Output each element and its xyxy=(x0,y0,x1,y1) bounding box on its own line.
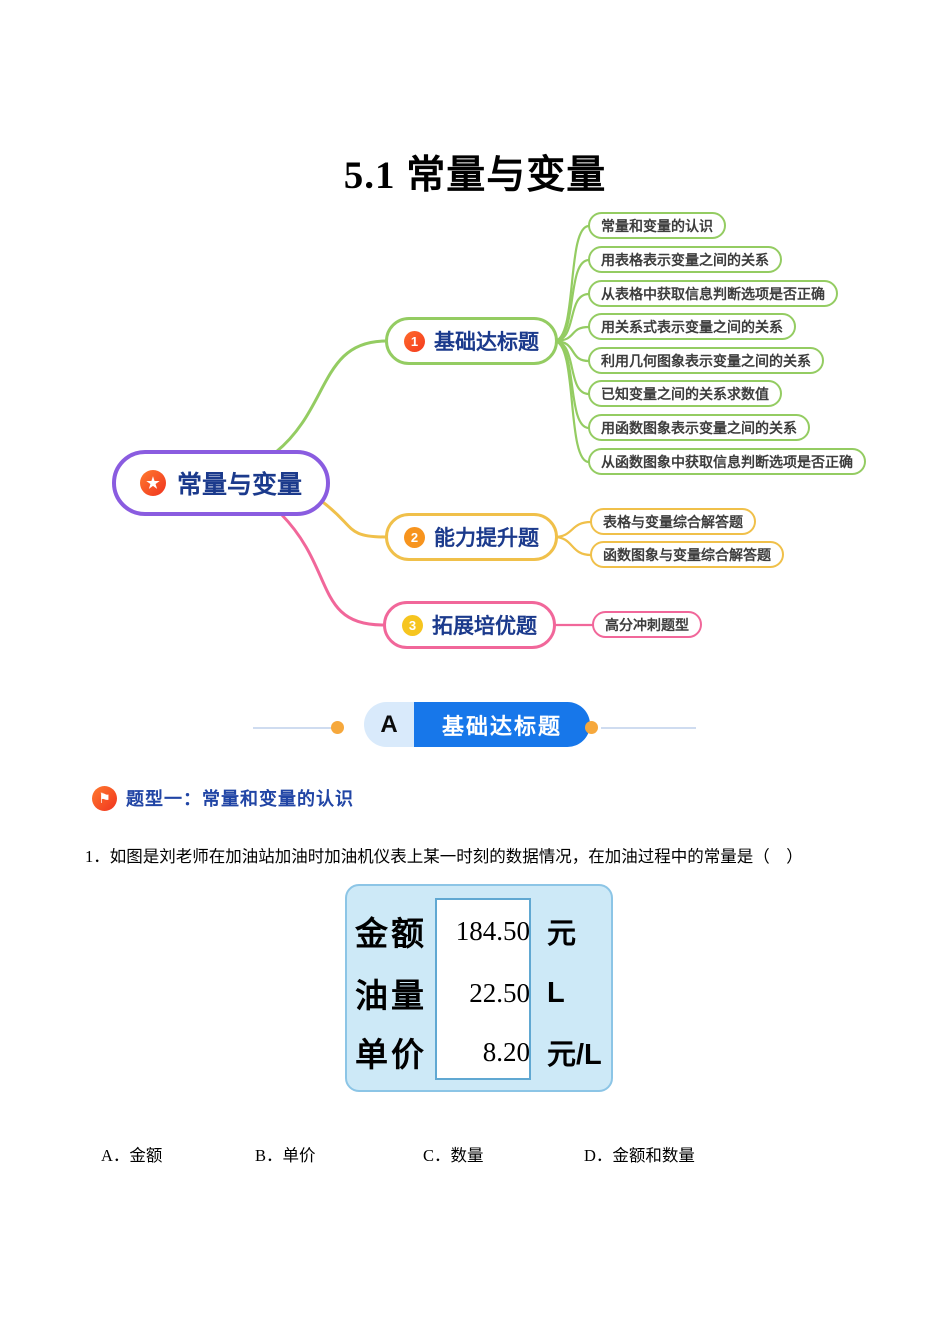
mindmap-leaf: 函数图象与变量综合解答题 xyxy=(590,541,784,568)
number-2-icon: 2 xyxy=(404,526,425,548)
pump-label: 单价 xyxy=(355,1036,427,1073)
connector-branch1-leaf7 xyxy=(552,339,591,430)
connector-branch1-leaf2 xyxy=(552,258,591,343)
connector-branch1-leaf4 xyxy=(552,325,591,343)
section-letter: A xyxy=(364,702,414,747)
mindmap-leaf: 用关系式表示变量之间的关系 xyxy=(588,313,796,340)
question-text: 1．如图是刘老师在加油站加油时加油机仪表上某一时刻的数据情况，在加油过程中的常量… xyxy=(85,847,803,866)
mindmap-leaf: 常量和变量的认识 xyxy=(588,212,726,239)
pump-value: 22.50 xyxy=(469,977,530,1008)
pump-unit: L xyxy=(547,976,565,1009)
connector-branch2-leaf1 xyxy=(552,520,593,539)
mindmap-leaf: 用函数图象表示变量之间的关系 xyxy=(588,414,810,441)
mindmap-leaf: 已知变量之间的关系求数值 xyxy=(588,380,782,407)
pump-value: 8.20 xyxy=(482,1036,530,1067)
option-c: C．数量 xyxy=(423,1146,484,1165)
topic-header-label: 题型一：常量和变量的认识 xyxy=(126,789,354,809)
branch-label: 基础达标题 xyxy=(434,331,539,354)
mindmap-leaf: 从表格中获取信息判断选项是否正确 xyxy=(588,280,838,307)
connector-branch1-leaf3 xyxy=(552,292,591,343)
mindmap-branch-improve: 2 能力提升题 xyxy=(385,513,558,561)
branch-label: 能力提升题 xyxy=(434,527,539,550)
banner-right-dot-icon xyxy=(585,721,598,734)
pump-row-amount: 金额 184.50 元 xyxy=(347,902,611,960)
option-d: D．金额和数量 xyxy=(584,1146,695,1165)
pump-unit: 元/L xyxy=(547,1039,602,1071)
mindmap-leaf: 利用几何图象表示变量之间的关系 xyxy=(588,347,824,374)
connector-root-branch1 xyxy=(274,339,388,454)
page-title: 5.1 常量与变量 xyxy=(343,154,607,198)
pump-row-price: 单价 8.20 元/L xyxy=(347,1026,611,1078)
pump-value: 184.50 xyxy=(455,915,530,946)
branch-label: 拓展培优题 xyxy=(432,615,537,638)
mindmap-leaf: 高分冲刺题型 xyxy=(592,611,702,638)
mindmap-branch-advanced: 3 拓展培优题 xyxy=(383,601,556,649)
flag-icon: ⚑ xyxy=(92,785,117,811)
mindmap-leaf: 用表格表示变量之间的关系 xyxy=(588,246,782,273)
fuel-pump-value-box xyxy=(435,898,531,1080)
mindmap-leaf: 表格与变量综合解答题 xyxy=(590,508,756,535)
fuel-pump-display: 金额 184.50 元 油量 22.50 L 单价 8.20 元/L xyxy=(345,884,613,1092)
banner-left-dot-icon xyxy=(331,721,344,734)
star-icon: ★ xyxy=(140,470,166,496)
section-banner: A 基础达标题 xyxy=(364,702,591,747)
banner-left-line xyxy=(253,727,333,729)
banner-right-line xyxy=(601,727,696,729)
option-a: A．金额 xyxy=(101,1146,163,1165)
connector-root-branch3 xyxy=(279,512,386,627)
connector-branch1-leaf1 xyxy=(552,224,591,343)
mindmap-root-label: 常量与变量 xyxy=(177,471,303,499)
connector-root-branch2 xyxy=(318,498,388,539)
mindmap-leaf: 从函数图象中获取信息判断选项是否正确 xyxy=(588,448,866,475)
number-1-icon: 1 xyxy=(404,330,425,352)
connector-branch1-leaf5 xyxy=(552,339,591,363)
pump-unit: 元 xyxy=(547,918,577,950)
topic-header: ⚑ 题型一：常量和变量的认识 xyxy=(92,785,354,811)
pump-row-volume: 油量 22.50 L xyxy=(347,964,611,1022)
connector-branch2-leaf2 xyxy=(552,535,593,557)
mindmap-root-node: ★ 常量与变量 xyxy=(112,450,331,516)
mindmap-branch-basic: 1 基础达标题 xyxy=(385,317,558,365)
pump-label: 金额 xyxy=(355,915,427,952)
number-3-icon: 3 xyxy=(402,614,423,636)
connector-branch1-leaf8 xyxy=(552,339,591,464)
section-title: 基础达标题 xyxy=(414,702,591,747)
pump-label: 油量 xyxy=(355,977,427,1014)
option-b: B．单价 xyxy=(255,1146,316,1165)
connector-branch1-leaf6 xyxy=(552,339,591,396)
